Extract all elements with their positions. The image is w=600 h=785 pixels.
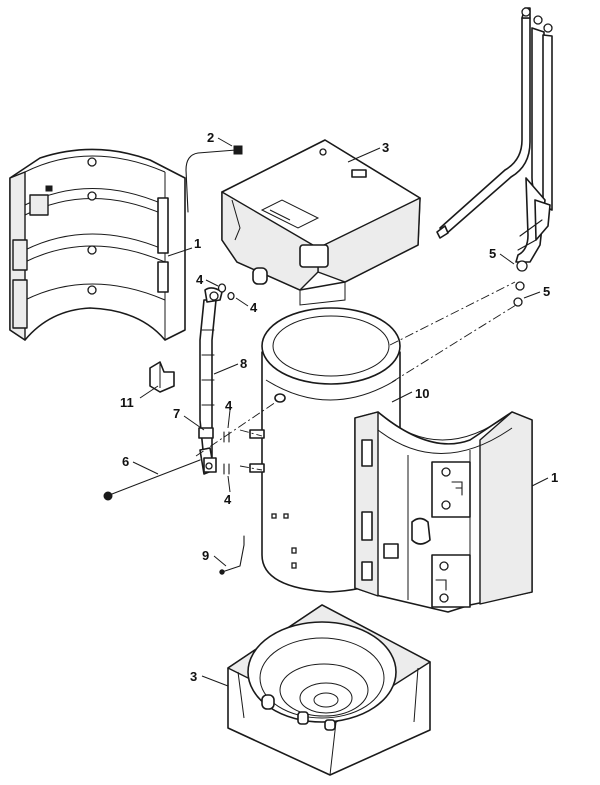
callout-4-d: 4 [224, 492, 232, 507]
callout-9: 9 [202, 548, 209, 563]
callout-6: 6 [122, 454, 129, 469]
leader-lines [132, 137, 549, 687]
callout-labels: 1 2 3 4 4 5 5 8 10 11 7 4 6 4 9 1 3 [120, 130, 558, 684]
callout-1-top: 1 [194, 236, 201, 251]
callout-5-a: 5 [489, 246, 496, 261]
sensor-rod [185, 145, 243, 213]
callout-3-bottom: 3 [190, 669, 197, 684]
callout-4-c: 4 [225, 398, 233, 413]
o-rings [217, 283, 235, 475]
callout-3-top: 3 [382, 140, 389, 155]
callout-1-right: 1 [551, 470, 558, 485]
thermostat-wire [219, 535, 245, 575]
assembly-centerlines [195, 281, 517, 471]
callout-11: 11 [120, 395, 134, 410]
insulation-jacket-left [9, 148, 186, 341]
heat-exchanger-tubes [436, 7, 553, 307]
callout-8: 8 [240, 356, 247, 371]
callout-7: 7 [173, 406, 180, 421]
mounting-bracket [149, 361, 175, 393]
callout-2: 2 [207, 130, 214, 145]
callout-4-a: 4 [196, 272, 204, 287]
sensor-wire [103, 459, 201, 501]
callout-4-b: 4 [250, 300, 258, 315]
top-cover [220, 139, 422, 306]
base-pan [227, 604, 431, 776]
callout-5-b: 5 [543, 284, 550, 299]
insulation-jacket-right [354, 411, 533, 613]
callout-10: 10 [415, 386, 429, 401]
